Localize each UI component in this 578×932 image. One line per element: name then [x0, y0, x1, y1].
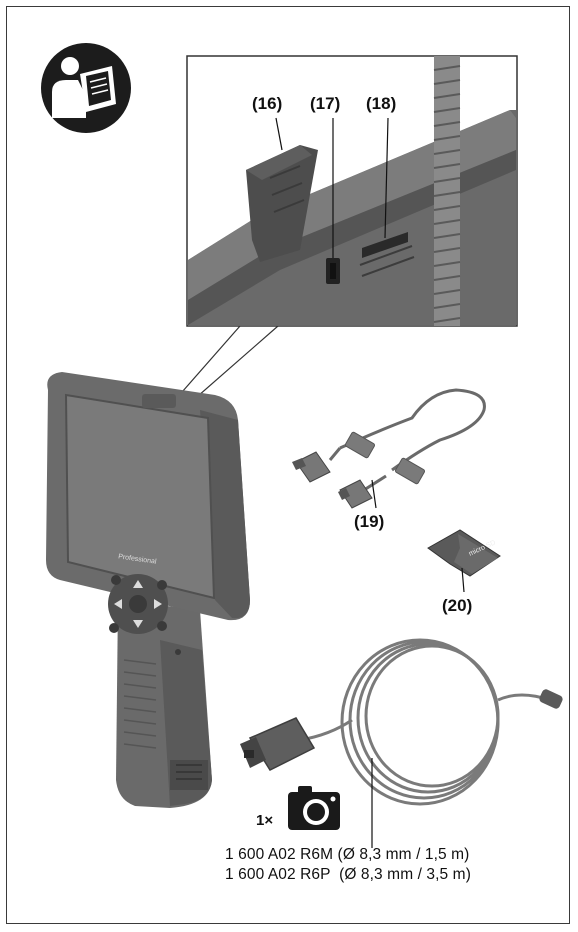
camera-icon [288, 786, 340, 830]
camera-probe-cable [299, 638, 551, 806]
probe-connector [240, 717, 316, 771]
usb-connectors [292, 431, 426, 509]
callout-18: (18) [366, 94, 397, 113]
callout-19: (19) [354, 512, 385, 531]
read-manual-icon [41, 43, 131, 133]
callout-16: (16) [252, 94, 283, 113]
detail-inset [186, 55, 518, 327]
micro-sd-card: micro SD [427, 529, 501, 577]
order-line-1: 1 600 A02 R6M (Ø 8,3 mm / 1,5 m) [225, 846, 470, 863]
camera-quantity: 1× [256, 812, 274, 829]
callout-20: (20) [442, 596, 473, 615]
usb-cable [328, 388, 486, 492]
order-line-2: 1 600 A02 R6P (Ø 8,3 mm / 3,5 m) [225, 866, 471, 883]
page-frame [6, 6, 570, 924]
callout-17: (17) [310, 94, 341, 113]
inspection-camera-device [46, 372, 250, 808]
